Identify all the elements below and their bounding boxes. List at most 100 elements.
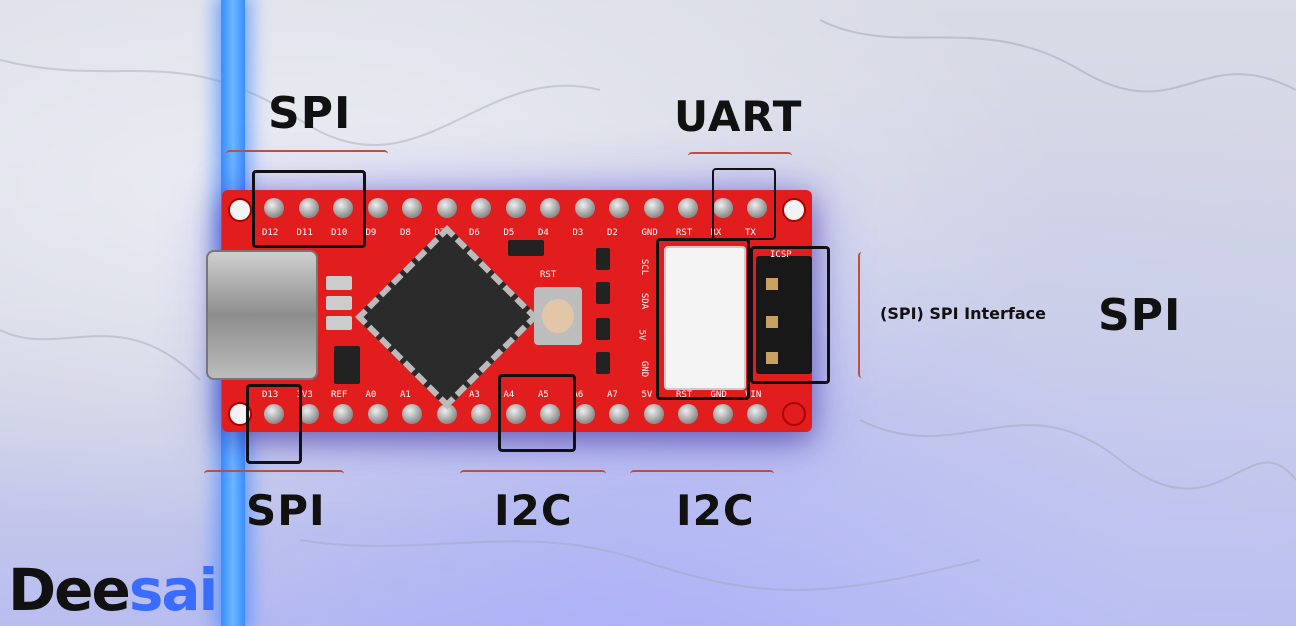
header-pin [766,278,778,290]
uart-highlight-box [712,168,776,240]
pin-label: D8 [400,228,411,238]
pin-label: RST [676,228,693,238]
pin-label: REF [331,390,348,400]
spi-right-label: SPI [1098,290,1182,341]
pin-label: A4 [503,390,515,400]
pin-label: VIN [745,390,762,400]
jst-label: SCL [639,258,650,276]
header-pin [540,404,560,424]
uart-brace [688,152,792,162]
pin-label: 3V3 [296,390,313,400]
header-pin [298,404,319,424]
pin-label: TX [745,228,756,238]
pin-label: GND [710,390,727,400]
header-pin [747,404,767,424]
spi-interface-label: (SPI) SPI Interface [880,304,1046,323]
pin-label: D5 [503,228,515,238]
i2c-left-brace [460,470,606,480]
pin-label: A0 [365,390,377,400]
spi-bottom-brace [204,470,344,480]
pin-label: D3 [572,228,584,238]
smd-component [596,248,610,270]
header-pin [367,198,388,218]
jst-label: SDA [639,292,650,310]
header-pin [264,404,284,424]
mount-hole [228,198,252,222]
pin-label: 5V [641,390,653,400]
header-pin [574,198,595,218]
header-pin [436,198,457,218]
header-pin [298,198,319,218]
pin-label: A7 [607,390,618,400]
header-pin [333,404,353,424]
pin-label: RST [676,390,693,400]
smd-component [596,318,610,340]
pin-label: D9 [365,228,377,238]
i2c-highlight-box [498,374,576,452]
smd-component [596,282,610,304]
pin-label: D6 [469,228,480,238]
header-pin [609,198,629,218]
mount-hole [782,402,806,426]
header-pin [367,404,388,424]
icsp-label: ICSP [770,250,792,260]
logo-text-2: sai [128,556,219,624]
header-pin [643,198,664,218]
deesai-logo: Deesai [8,556,219,624]
header-pin [402,404,422,424]
i2c-left-label: I2C [494,486,573,535]
header-pin [540,198,560,218]
icsp-brace [858,252,866,378]
header-pin [712,404,733,424]
header-pin [678,198,698,218]
icsp-header [756,256,812,374]
header-pin [402,198,422,218]
header-pin [471,198,491,218]
pin-label: GND [641,228,658,238]
spi-top-brace [226,150,388,160]
smd-component [334,346,360,384]
header-pin [436,404,457,424]
mount-hole [782,198,806,222]
reset-button-label: RST [540,270,557,280]
smd-component [326,296,352,310]
pin-label: D11 [296,228,313,238]
header-pin [333,198,353,218]
spi-bottom-highlight-box [246,384,302,464]
spi-bottom-label: SPI [246,486,326,535]
pin-label: RX [710,228,722,238]
reset-button [534,287,582,345]
pin-label: A3 [469,390,480,400]
pin-label: D10 [331,228,348,238]
header-pin [678,404,698,424]
pin-label: A6 [572,390,584,400]
header-pin [574,404,595,424]
uart-label: UART [674,92,803,141]
pin-label: D4 [538,228,549,238]
spi-top-highlight-box [252,170,366,248]
header-pin [609,404,629,424]
pin-label: D13 [262,390,279,400]
header-pin [712,198,733,218]
usb-c-port [206,250,318,380]
header-pin [747,198,767,218]
jst-label: 5V [636,329,647,341]
spi-top-label: SPI [268,88,352,139]
jst-highlight-box [656,238,750,400]
header-pin [505,404,526,424]
header-pin [766,316,778,328]
pin-label: A1 [400,390,411,400]
smd-component [508,240,544,256]
header-pin [264,198,284,218]
logo-text-1: Dee [8,556,131,624]
pin-label: D2 [607,228,618,238]
header-pin [471,404,491,424]
smd-component [326,276,352,290]
jst-connector [664,246,746,390]
icsp-highlight-box [750,246,830,384]
i2c-right-brace [630,470,774,480]
pin-label: A5 [538,390,549,400]
jst-label: GND [639,360,650,378]
header-pin [766,352,778,364]
